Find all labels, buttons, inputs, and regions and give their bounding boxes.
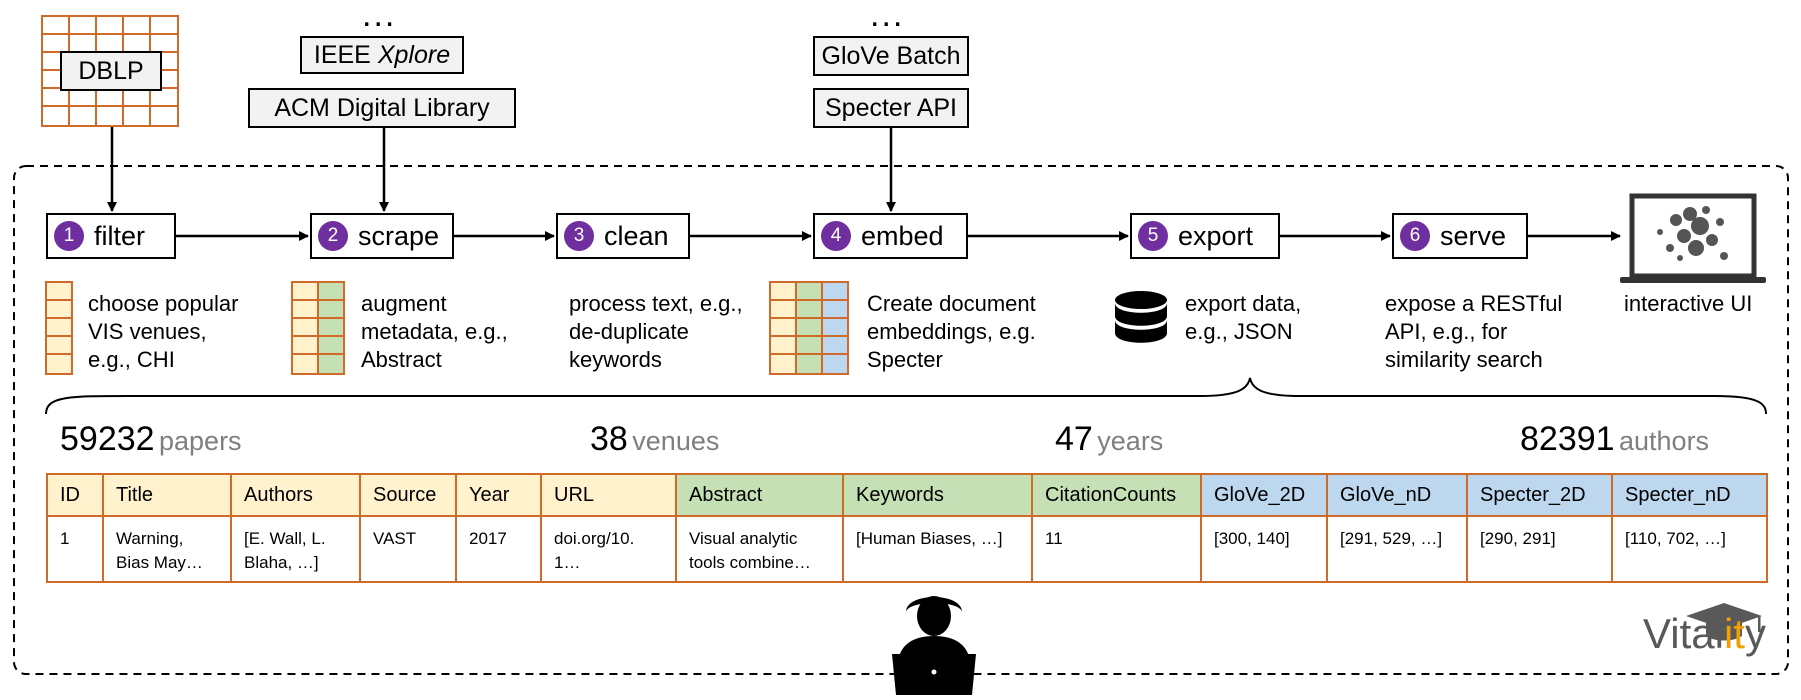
stat-venues: 38 venues: [590, 420, 719, 459]
stat-papers-unit: papers: [159, 426, 242, 456]
ieee-label: IEEE: [313, 40, 371, 69]
export-description: export data, e.g., JSON: [1185, 291, 1302, 344]
header-title: Title: [102, 473, 232, 517]
header-id: ID: [46, 473, 104, 517]
embed-table-icon: [769, 281, 849, 375]
header-keywords: Keywords: [842, 473, 1033, 517]
stat-authors-number: 82391: [1520, 420, 1615, 458]
step-number-5: 5: [1138, 221, 1168, 251]
stat-years-number: 47: [1055, 420, 1093, 458]
step-clean: 3 clean: [556, 213, 690, 259]
step-number-1: 1: [54, 221, 84, 251]
cell-keywords: [Human Biases, …]: [842, 515, 1033, 583]
interactive-ui-label: interactive UI: [1624, 291, 1753, 316]
serve-description: expose a RESTful API, e.g., for similari…: [1385, 291, 1563, 372]
scrape-description: augment metadata, e.g., Abstract: [361, 291, 508, 372]
header-specter-nd: Specter_nD: [1611, 473, 1768, 517]
table-header-row: ID Title Authors Source Year URL Abstrac…: [46, 473, 1768, 517]
clean-description: process text, e.g., de-duplicate keyword…: [569, 291, 743, 372]
database-icon: [1115, 291, 1167, 343]
cell-url: doi.org/10.1…: [540, 515, 677, 583]
cell-authors: [E. Wall, L.Blaha, …]: [230, 515, 361, 583]
acm-source-box: ACM Digital Library: [248, 88, 516, 128]
user-laptop-icon: [892, 596, 976, 695]
laptop-ui-icon: [1620, 193, 1766, 283]
stat-years: 47 years: [1055, 420, 1163, 459]
cell-glove-2d: [300, 140]: [1200, 515, 1328, 583]
header-glove-nd: GloVe_nD: [1326, 473, 1468, 517]
vitality-logo: Vitality: [1643, 610, 1766, 657]
step-number-3: 3: [564, 221, 594, 251]
header-authors: Authors: [230, 473, 361, 517]
glove-batch-source-box: GloVe Batch: [813, 36, 969, 76]
header-glove-2d: GloVe_2D: [1200, 473, 1328, 517]
step-label-serve: serve: [1440, 220, 1507, 251]
step-label-scrape: scrape: [358, 220, 440, 251]
dblp-source-box: DBLP: [60, 51, 162, 91]
cell-id: 1: [46, 515, 104, 583]
stat-papers: 59232 papers: [60, 420, 242, 459]
step-scrape: 2 scrape: [310, 213, 454, 259]
step-export: 5 export: [1130, 213, 1280, 259]
step-number-4: 4: [821, 221, 851, 251]
step-embed: 4 embed: [813, 213, 968, 259]
filter-description: choose popular VIS venues, e.g., CHI: [88, 291, 239, 372]
specter-api-source-box: Specter API: [813, 88, 969, 128]
graduation-cap-icon: [1686, 603, 1762, 641]
cell-year: 2017: [455, 515, 542, 583]
stat-authors-unit: authors: [1619, 426, 1710, 456]
ieee-xplore-source-box: IEEE Xplore: [300, 36, 464, 74]
curly-brace: [45, 377, 1767, 415]
more-sources-dots-left: ...: [362, 0, 397, 34]
embed-description: Create document embeddings, e.g. Specter: [867, 291, 1036, 372]
header-specter-2d: Specter_2D: [1466, 473, 1613, 517]
step-label-export: export: [1178, 220, 1254, 251]
step-number-6: 6: [1400, 221, 1430, 251]
stat-papers-number: 59232: [60, 420, 155, 458]
stat-years-unit: years: [1097, 426, 1164, 456]
header-source: Source: [359, 473, 457, 517]
filter-table-icon: [45, 281, 73, 375]
cell-citation-counts: 11: [1031, 515, 1202, 583]
header-abstract: Abstract: [675, 473, 844, 517]
table-row: 1 Warning,Bias May… [E. Wall, L.Blaha, ……: [46, 515, 1768, 583]
stat-venues-number: 38: [590, 420, 628, 458]
paper-metadata-table: ID Title Authors Source Year URL Abstrac…: [46, 473, 1768, 583]
scrape-table-icon: [291, 281, 345, 375]
cell-glove-nd: [291, 529, …]: [1326, 515, 1468, 583]
step-serve: 6 serve: [1392, 213, 1528, 259]
stat-venues-unit: venues: [632, 426, 720, 456]
header-citation-counts: CitationCounts: [1031, 473, 1202, 517]
step-filter: 1 filter: [46, 213, 176, 259]
cell-specter-2d: [290, 291]: [1466, 515, 1613, 583]
step-label-filter: filter: [94, 220, 146, 251]
step-label-clean: clean: [604, 220, 669, 251]
cell-specter-nd: [110, 702, …]: [1611, 515, 1768, 583]
header-url: URL: [540, 473, 677, 517]
pipeline-boundary: [13, 165, 1789, 675]
step-label-embed: embed: [861, 220, 944, 251]
header-year: Year: [455, 473, 542, 517]
more-sources-dots-right: ...: [870, 0, 905, 34]
step-number-2: 2: [318, 221, 348, 251]
cell-source: VAST: [359, 515, 457, 583]
cell-title: Warning,Bias May…: [102, 515, 232, 583]
stat-authors: 82391 authors: [1520, 420, 1709, 459]
xplore-label: Xplore: [377, 40, 451, 69]
